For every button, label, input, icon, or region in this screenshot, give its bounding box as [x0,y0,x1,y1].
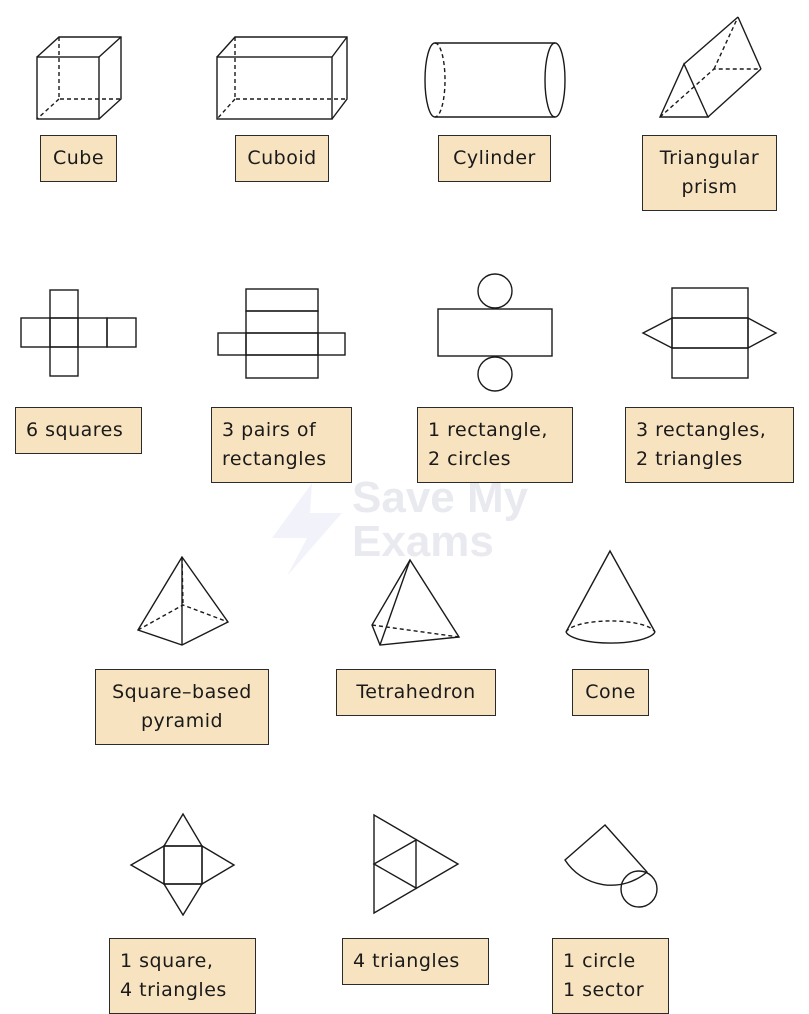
label-3-pairs-of-rectangles: 3 pairs of rectangles [211,407,352,483]
tetrahedron-drawing [371,558,461,646]
label-tetrahedron: Tetrahedron [336,669,496,716]
label-line: Triangular [659,147,760,169]
net-cone-drawing [564,824,658,908]
cuboid-drawing [216,36,348,120]
net-cuboid-drawing [217,288,346,379]
label-1-square-4-triangles: 1 square, 4 triangles [109,938,256,1014]
label-line: prism [681,176,738,198]
label-6-squares: 6 squares [15,407,142,454]
label-line: 6 squares [26,419,124,441]
net-pyramid-drawing [129,812,236,917]
label-line: rectangles [222,448,327,470]
label-line: 4 triangles [120,979,227,1001]
label-line: 1 rectangle, [428,419,548,441]
triangular-prism-drawing [658,16,762,118]
label-4-triangles: 4 triangles [342,938,489,985]
label-line: 1 square, [120,950,214,972]
label-line: 3 pairs of [222,419,317,441]
label-line: Cuboid [247,147,317,169]
label-line: 4 triangles [353,950,460,972]
label-cube: Cube [40,135,117,182]
watermark-logo-icon [272,483,342,576]
cone-drawing [565,549,656,644]
label-line: Cube [52,147,105,169]
square-based-pyramid-drawing [136,555,230,646]
label-line: 1 sector [563,979,645,1001]
watermark-line: Exams [352,517,494,566]
label-line: 1 circle [563,950,636,972]
label-line: 2 circles [428,448,512,470]
label-1-circle-1-sector: 1 circle 1 sector [552,938,669,1014]
net-6-squares-drawing [20,289,137,377]
label-cone: Cone [572,669,649,716]
label-1-rectangle-2-circles: 1 rectangle, 2 circles [417,407,573,483]
label-line: Square–based [112,681,252,703]
label-3-rectangles-2-triangles: 3 rectangles, 2 triangles [625,407,794,483]
net-cylinder-drawing [437,273,553,392]
label-line: Cylinder [453,147,536,169]
label-cylinder: Cylinder [438,135,551,182]
net-tetrahedron-drawing [372,813,460,915]
label-line: 3 rectangles, [636,419,767,441]
label-square-based-pyramid: Square–based pyramid [95,669,269,745]
label-line: pyramid [140,710,224,732]
label-line: 2 triangles [636,448,743,470]
label-cuboid: Cuboid [235,135,329,182]
cylinder-drawing [424,42,566,118]
label-line: Cone [585,681,636,703]
label-triangular-prism: Triangular prism [642,135,777,211]
label-line: Tetrahedron [356,681,476,703]
cube-drawing [36,36,122,120]
net-triangular-prism-drawing [641,287,778,379]
